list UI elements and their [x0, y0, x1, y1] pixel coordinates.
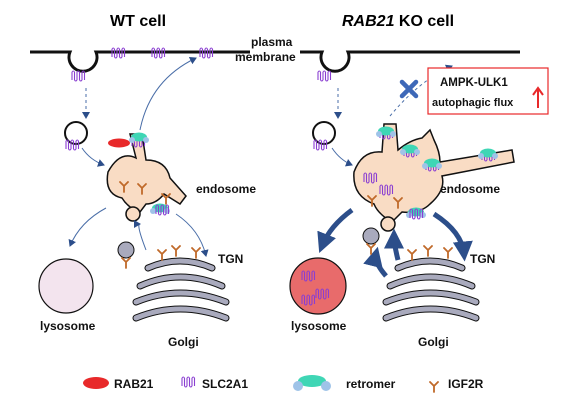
- legend-label-slc2a1: SLC2A1: [202, 377, 248, 391]
- igf2r-marker: [171, 245, 181, 257]
- recycling-arrow-wt: [139, 56, 197, 131]
- golgi-ko: [382, 257, 480, 322]
- vesicle-to-endosome-arrow-ko: [331, 147, 353, 167]
- golgi-label-wt: Golgi: [168, 335, 199, 349]
- igf2r-marker: [423, 245, 433, 257]
- legend: RAB21 SLC2A1 retromer IGF2R: [83, 375, 484, 393]
- endosome-to-tgn-arrow: [175, 213, 209, 257]
- lysosome-label-wt: lysosome: [40, 319, 96, 333]
- legend-label-rab21: RAB21: [114, 377, 154, 391]
- retromer-icon: [293, 375, 331, 391]
- vesicle-to-endosome-arrow: [81, 147, 105, 167]
- plasma-membrane-ko: [300, 50, 520, 73]
- lysosome-wt: [38, 258, 94, 314]
- tgn-label-wt: TGN: [218, 252, 243, 266]
- receptor-icon: [429, 381, 439, 393]
- legend-label-igf2r: IGF2R: [448, 377, 484, 391]
- plasma-membrane-label-2: membrane: [235, 50, 296, 64]
- transport-vesicle-ko: [362, 227, 380, 245]
- legend-label-retromer: retromer: [346, 377, 396, 391]
- retromer-marker: [478, 148, 498, 159]
- box-line-1: AMPK-ULK1: [440, 77, 508, 89]
- igf2r-marker: [407, 249, 417, 261]
- up-arrow-icon: [532, 86, 544, 108]
- endosome-label-ko: endosome: [440, 182, 500, 196]
- tgn-to-endosome-arrow: [133, 220, 147, 251]
- tgn-label-ko: TGN: [470, 252, 495, 266]
- rab21-marker: [108, 138, 130, 148]
- slc2a1-marker: [317, 70, 332, 82]
- enhanced-lysosome-arrow: [317, 207, 354, 253]
- enhanced-tgn-arrow: [432, 211, 473, 262]
- endosome-ko: [353, 123, 515, 223]
- lysosome-ko: [289, 257, 347, 315]
- block-x-icon: [399, 79, 419, 99]
- endosome-wt: [106, 133, 187, 213]
- enhanced-vesicle-arrow: [363, 246, 388, 278]
- endosome-to-lysosome-arrow: [68, 207, 107, 247]
- plasma-membrane-label: plasma: [251, 35, 293, 49]
- igf2r-marker: [121, 257, 131, 269]
- lysosome-label-ko: lysosome: [291, 319, 347, 333]
- transporter-icon: [181, 376, 196, 388]
- enhanced-return-arrow: [384, 228, 405, 261]
- budding-vesicle: [125, 206, 141, 222]
- endosome-label-wt: endosome: [196, 182, 256, 196]
- transport-vesicle: [117, 241, 135, 259]
- golgi-wt: [132, 257, 230, 322]
- box-line-2: autophagic flux: [432, 97, 514, 109]
- igf2r-marker: [157, 249, 167, 261]
- golgi-label-ko: Golgi: [418, 335, 449, 349]
- ko-gene-name: RAB21: [342, 13, 395, 30]
- igf2r-marker: [191, 247, 201, 259]
- budding-vesicle-ko: [380, 216, 396, 232]
- igf2r-marker: [366, 243, 376, 255]
- ko-cell-title: RAB21 KO cell: [342, 13, 454, 30]
- wt-cell-title: WT cell: [110, 13, 166, 30]
- ko-title-rest: KO cell: [394, 13, 454, 30]
- igf2r-marker: [443, 247, 453, 259]
- plasma-membrane-wt: [30, 50, 250, 73]
- red-oval-icon: [83, 377, 109, 389]
- ampk-ulk1-box: [427, 67, 549, 115]
